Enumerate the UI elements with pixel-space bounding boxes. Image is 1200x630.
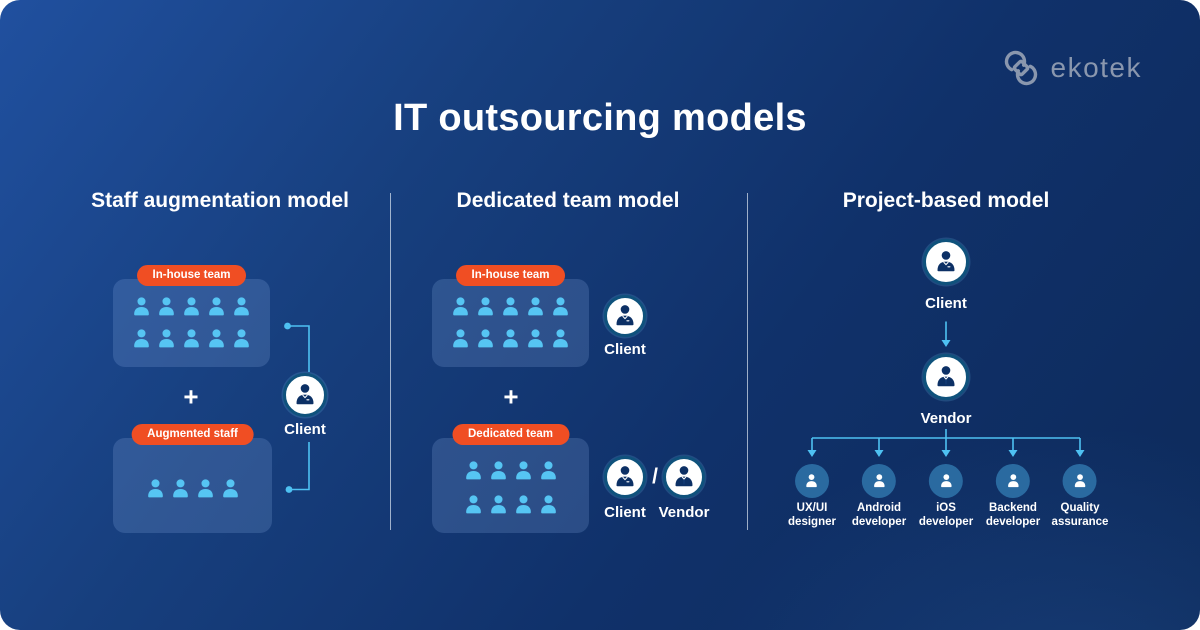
team-row [131, 328, 252, 351]
dedicated-team-badge: Dedicated team [451, 424, 570, 445]
header-dedicated-team: Dedicated team model [456, 189, 680, 212]
role-label: Backend developer [985, 502, 1041, 528]
client-icon [613, 464, 637, 490]
client-label: Client [604, 504, 646, 521]
person-icon [525, 296, 546, 319]
person-icon [131, 296, 152, 319]
role-avatar [795, 464, 829, 498]
person-icon [206, 328, 227, 351]
role-avatar [928, 464, 963, 498]
vendor-label: Vendor [920, 410, 972, 427]
role-label: Android developer [851, 502, 907, 528]
person-icon [145, 478, 166, 501]
person-icon [538, 494, 559, 517]
ekotek-logo-text: ekotek [1050, 52, 1142, 83]
client-avatar [283, 373, 327, 417]
client-label: Client [604, 341, 646, 358]
person-icon [463, 460, 484, 483]
person-icon [220, 478, 241, 501]
client-icon [293, 382, 317, 408]
role-ios-developer: iOS developer [919, 464, 973, 529]
person-icon [206, 296, 227, 319]
team-row [450, 328, 571, 351]
augmented-staff-box: Augmented staff [113, 424, 272, 533]
person-icon [463, 494, 484, 517]
client-icon [934, 249, 958, 275]
person-icon [450, 296, 471, 319]
role-label: UX/UI designer [788, 502, 836, 528]
inhouse-team-box: In-house team [113, 265, 270, 367]
person-icon [195, 478, 216, 501]
person-icon [131, 328, 152, 351]
person-icon [231, 296, 252, 319]
role-backend-developer: Backend developer [986, 464, 1040, 529]
client-avatar [604, 295, 646, 337]
person-icon [181, 328, 202, 351]
page-title: IT outsourcing models [393, 97, 807, 139]
person-icon [513, 494, 534, 517]
role-quality-assurance: Quality assurance [1051, 464, 1109, 529]
role-avatar [1063, 464, 1097, 498]
person-icon [488, 494, 509, 517]
role-label: Quality assurance [1051, 502, 1109, 528]
person-icon [231, 328, 252, 351]
person-icon [1005, 473, 1020, 490]
person-icon [538, 460, 559, 483]
inhouse-team-badge: In-house team [136, 265, 247, 286]
person-icon [450, 328, 471, 351]
person-icon [181, 296, 202, 319]
role-avatar [861, 464, 896, 498]
person-icon [1073, 473, 1088, 490]
inhouse-team-badge: In-house team [455, 265, 566, 286]
person-icon [550, 296, 571, 319]
client-avatar [604, 456, 646, 498]
client-label: Client [284, 421, 326, 438]
dedicated-team-box: Dedicated team [432, 424, 589, 533]
team-row [145, 478, 241, 501]
inhouse-team-box: In-house team [432, 265, 589, 367]
team-row [463, 460, 559, 483]
person-icon [500, 296, 521, 319]
plus-sign: + [503, 381, 519, 412]
team-row [463, 494, 559, 517]
vendor-avatar [663, 456, 705, 498]
person-icon [156, 296, 177, 319]
team-row [131, 296, 252, 319]
vendor-avatar [923, 354, 969, 400]
person-icon [170, 478, 191, 501]
client-icon [613, 303, 637, 329]
augmented-staff-badge: Augmented staff [131, 424, 254, 445]
person-icon [805, 473, 820, 490]
person-icon [525, 328, 546, 351]
role-ux-ui-designer: UX/UI designer [788, 464, 836, 529]
plus-sign: + [183, 381, 199, 412]
vendor-icon [672, 464, 696, 490]
vendor-icon [934, 364, 958, 390]
client-avatar [923, 239, 969, 285]
person-icon [475, 328, 496, 351]
brand-logo: ekotek [1001, 48, 1143, 88]
person-icon [938, 473, 953, 490]
person-icon [550, 328, 571, 351]
person-icon [488, 460, 509, 483]
role-android-developer: Android developer [852, 464, 906, 529]
header-staff-augmentation: Staff augmentation model [91, 189, 349, 212]
header-project-based: Project-based model [842, 189, 1050, 212]
slash-separator: / [652, 465, 658, 488]
client-label: Client [925, 295, 967, 312]
person-icon [156, 328, 177, 351]
person-icon [871, 473, 886, 490]
role-avatar [995, 464, 1030, 498]
person-icon [513, 460, 534, 483]
vendor-label: Vendor [658, 504, 710, 521]
team-row [450, 296, 571, 319]
person-icon [500, 328, 521, 351]
role-label: iOS developer [918, 502, 974, 528]
column-divider [747, 193, 748, 530]
person-icon [475, 296, 496, 319]
ekotek-logo-icon [1004, 50, 1037, 86]
column-divider [390, 193, 391, 530]
